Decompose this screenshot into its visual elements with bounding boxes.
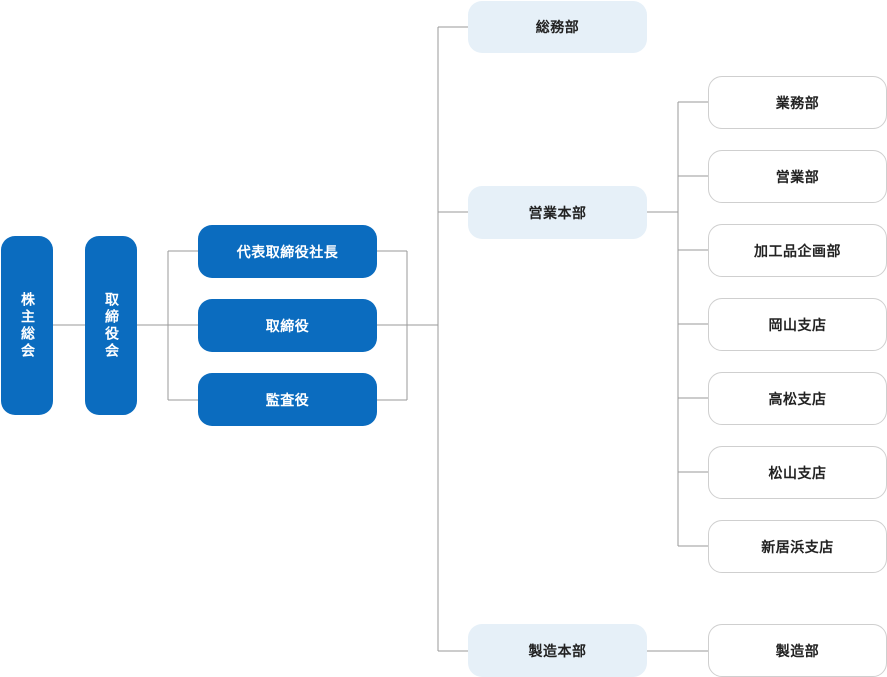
president-box: 代表取締役社長 bbox=[198, 225, 377, 278]
branch-label: 松山支店 bbox=[768, 465, 827, 482]
president-label: 代表取締役社長 bbox=[236, 244, 339, 261]
board-of-directors-box: 取締役会 bbox=[85, 236, 137, 415]
branch-takamatsu-box: 高松支店 bbox=[708, 372, 887, 425]
auditor-label: 監査役 bbox=[265, 392, 310, 409]
branch-label: 岡山支店 bbox=[768, 317, 827, 334]
dept-label: 製造部 bbox=[775, 643, 820, 660]
dept-processed-planning-box: 加工品企画部 bbox=[708, 224, 887, 277]
general-affairs-box: 総務部 bbox=[468, 1, 647, 53]
dept-eigyo-box: 営業部 bbox=[708, 150, 887, 203]
branch-niihama-box: 新居浜支店 bbox=[708, 520, 887, 573]
manufacturing-hq-label: 製造本部 bbox=[528, 643, 587, 660]
branch-label: 新居浜支店 bbox=[761, 539, 834, 556]
director-box: 取締役 bbox=[198, 299, 377, 352]
dept-label: 加工品企画部 bbox=[754, 243, 841, 260]
general-affairs-label: 総務部 bbox=[535, 20, 580, 36]
dept-label: 業務部 bbox=[775, 95, 820, 112]
director-label: 取締役 bbox=[265, 318, 310, 335]
sales-hq-box: 営業本部 bbox=[468, 186, 647, 239]
dept-label: 営業部 bbox=[775, 169, 820, 186]
board-of-directors-label: 取締役会 bbox=[103, 291, 119, 360]
manufacturing-hq-box: 製造本部 bbox=[468, 624, 647, 677]
shareholders-meeting-box: 株主総会 bbox=[1, 236, 53, 415]
branch-okayama-box: 岡山支店 bbox=[708, 298, 887, 351]
dept-gyomu-box: 業務部 bbox=[708, 76, 887, 129]
shareholders-meeting-label: 株主総会 bbox=[19, 291, 35, 360]
branch-label: 高松支店 bbox=[768, 391, 827, 408]
auditor-box: 監査役 bbox=[198, 373, 377, 426]
branch-matsuyama-box: 松山支店 bbox=[708, 446, 887, 499]
dept-manufacturing-box: 製造部 bbox=[708, 624, 887, 677]
sales-hq-label: 営業本部 bbox=[528, 205, 587, 222]
